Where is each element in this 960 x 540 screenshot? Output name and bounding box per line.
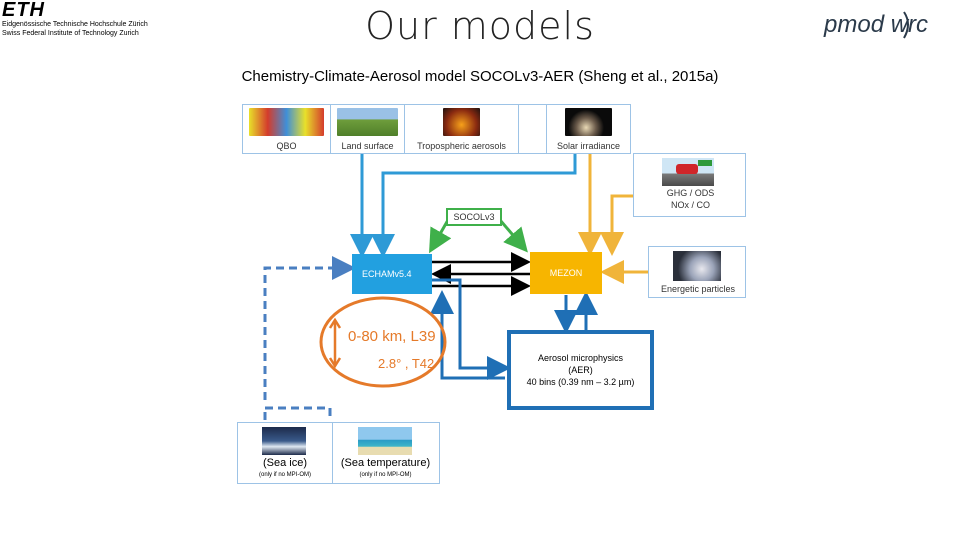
input-tropospheric-aerosols-label: Tropospheric aerosols [417,141,506,151]
input-tropospheric-aerosols: Tropospheric aerosols [405,105,519,153]
sea-temperature-note: (only if no MPI-OM) [359,472,412,478]
ocean-box: (Sea ice) (only if no MPI-OM) (Sea tempe… [237,422,440,484]
tropospheric-aerosols-image [443,108,480,136]
pmod-wrc-logo-arc [903,11,909,39]
eth-logo-line1: Eidgenössische Technische Hochschule Zür… [2,21,148,28]
socol-node: SOCOLv3 [446,208,502,226]
arrow-aer-to-echam [430,290,505,380]
flag-icon [698,160,712,166]
resolution-horizontal-label: 2.8° , T42 [378,356,435,371]
energetic-particles-image [673,251,721,281]
resolution-ellipse [319,296,447,388]
aer-label-line3: 40 bins (0.39 nm – 3.2 µm) [526,377,635,387]
aer-label-line1: Aerosol microphysics [537,353,624,363]
eth-logo-mark: ETH [2,0,45,21]
top-inputs-box: QBO Land surface Tropospheric aerosols S… [242,104,631,154]
input-land-surface-label: Land surface [341,141,394,151]
sea-ice-note: (only if no MPI-OM) [258,472,311,478]
arrow-socol-to-echam [429,219,452,254]
arrow-ocean-to-echam [263,268,350,420]
sea-ice-label: (Sea ice) [262,457,308,469]
ghg-ods-box: GHG / ODS NOx / CO [633,153,746,217]
mezon-node: MEZON [530,252,602,294]
arrow-echam-to-aer [432,278,511,380]
input-land-surface: Land surface [331,105,405,153]
eth-logo: ETH Eidgenössische Technische Hochschule… [2,0,162,42]
pmod-wrc-logo-text: pmod wrc [823,11,928,38]
energetic-particles-label: Energetic particles [660,284,736,294]
car-icon [676,164,698,174]
subtitle: Chemistry-Climate-Aerosol model SOCOLv3-… [241,68,719,85]
ghg-image [662,158,714,186]
pmod-wrc-logo: pmod wrc [823,11,928,39]
sea-temperature-label: (Sea temperature) [340,457,431,469]
resolution-vertical-label: 0-80 km, L39 [348,328,436,345]
aer-box: Aerosol microphysics (AER) 40 bins (0.39… [507,330,654,410]
arrow-solar-to-echam [371,153,577,258]
resolution-arrowheads [328,317,342,369]
sea-ice-cell: (Sea ice) (only if no MPI-OM) [238,423,333,483]
input-qbo: QBO [243,105,331,153]
page-title: Our models [365,4,595,48]
arrow-ghg-to-mezon [600,194,633,256]
solar-irradiance-image [565,108,612,136]
energetic-particles-box: Energetic particles [648,246,746,298]
dashed-ocean-link [265,406,332,420]
sea-temperature-cell: (Sea temperature) (only if no MPI-OM) [332,423,439,483]
input-solar-irradiance: Solar irradiance [546,105,630,153]
input-solar-irradiance-label: Solar irradiance [556,141,621,151]
ghg-ods-label: GHG / ODS [666,188,715,198]
sea-ice-image [262,427,306,455]
echam-node: ECHAMv5.4 [352,254,432,294]
sea-temperature-image [358,427,412,455]
aer-label-line2: (AER) [568,365,593,375]
arrow-socol-to-mezon [498,219,528,253]
nox-co-label: NOx / CO [670,200,710,210]
qbo-image [249,108,324,136]
land-surface-image [337,108,398,136]
input-qbo-label: QBO [276,141,297,151]
eth-logo-line2: Swiss Federal Institute of Technology Zu… [2,30,139,37]
